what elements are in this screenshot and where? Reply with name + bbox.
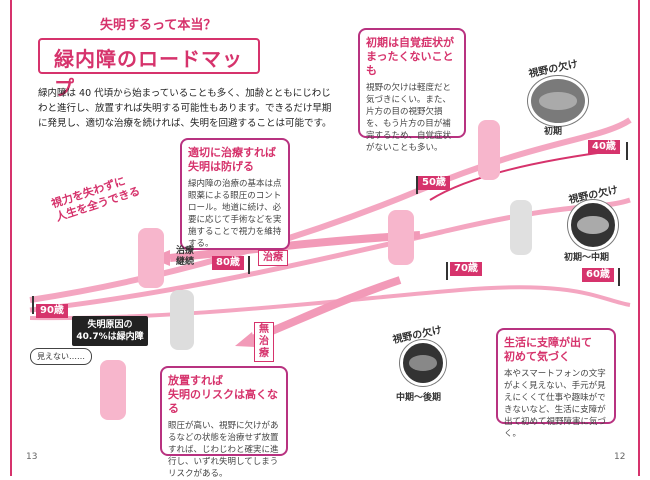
- person-elderly-cane: [100, 360, 126, 420]
- page-title: 緑内障のロードマップ: [54, 47, 243, 100]
- label-treated: 治療 継続: [176, 246, 195, 267]
- header-title-box: 緑内障のロードマップ: [38, 38, 260, 100]
- card-early-body: 視野の欠けは軽度だと気づきにくい。また、片方の目の視野欠損を、もう片方の目が補完…: [366, 83, 452, 153]
- page-number-right: 12: [614, 452, 626, 462]
- tag-treated: 治療: [258, 250, 288, 266]
- card-early: 初期は自覚症状が まったくないことも 視野の欠けは軽度だと気づきにくい。また、片…: [358, 28, 466, 153]
- vf-circle-late: [400, 340, 446, 386]
- person-climbing: [388, 210, 414, 265]
- page-frame: [10, 0, 640, 476]
- tag-untreated: 無 治 療: [254, 322, 274, 362]
- age-40: 40歳: [588, 140, 620, 154]
- age-60: 60歳: [582, 268, 614, 282]
- card-treatment-head: 適切に治療すれば 失明は防げる: [188, 146, 276, 173]
- card-daily-body: 本やスマートフォンの文字がよく見えない、手元が見えにくくて仕事や趣味ができないな…: [504, 369, 607, 439]
- vf-caption-late: 中期〜後期: [396, 393, 442, 403]
- page-number-left: 13: [26, 452, 38, 462]
- card-neglect: 放置すれば 失明のリスクは高くなる 眼圧が高い、視野に欠けがあるなどの状態を治療…: [160, 366, 288, 479]
- age-70-pin: [446, 262, 448, 280]
- road-line: [29, 197, 631, 313]
- vf-caption-early: 初期: [544, 127, 563, 137]
- vf-circle-early: [528, 76, 588, 126]
- card-neglect-head: 放置すれば 失明のリスクは高くなる: [168, 374, 278, 415]
- header-question: 失明するって本当？: [100, 18, 217, 33]
- vf-circle-mid: [568, 200, 618, 250]
- age-90: 90歳: [36, 304, 68, 318]
- person-walking-middle: [510, 200, 532, 255]
- road-line: [29, 285, 631, 321]
- card-treatment: 適切に治療すれば 失明は防げる 緑内障の治療の基本は点眼薬による眼圧のコントロー…: [180, 138, 290, 250]
- card-early-head: 初期は自覚症状が まったくないことも: [366, 36, 454, 77]
- age-90-pin: [32, 296, 34, 314]
- card-neglect-body: 眼圧が高い、視野に欠けがあるなどの状態を治療せず放置すれば、じわじわと確実に進行…: [168, 421, 279, 479]
- age-60-pin: [618, 268, 620, 286]
- cause-badge: 失明原因の 40.7%は緑内障: [72, 316, 148, 346]
- person-walking-young: [478, 120, 500, 180]
- vf-caption-mid: 初期〜中期: [564, 253, 610, 263]
- speech-bubble: 見えない……: [30, 348, 92, 365]
- untreated-arrow-head: [235, 332, 256, 347]
- age-50: 50歳: [418, 176, 450, 190]
- person-elderly-happy: [138, 228, 164, 288]
- age-40-pin: [626, 142, 628, 160]
- treatment-arrow: [169, 231, 421, 262]
- card-treatment-body: 緑内障の治療の基本は点眼薬による眼圧のコントロール。地道に続け、必要に応じて手術…: [188, 179, 282, 249]
- intro-text: 緑内障は 40 代頃から始まっていることも多く、加齢とともにじわじわと進行し、放…: [38, 88, 332, 129]
- age-50-pin: [416, 176, 418, 194]
- card-daily: 生活に支障が出て 初めて気づく 本やスマートフォンの文字がよく見えない、手元が見…: [496, 328, 616, 439]
- card-daily-head: 生活に支障が出て 初めて気づく: [504, 336, 592, 363]
- age-70: 70歳: [450, 262, 482, 276]
- age-80: 80歳: [212, 256, 244, 270]
- age-80-pin: [248, 256, 250, 274]
- person-elderly-standing: [170, 290, 194, 350]
